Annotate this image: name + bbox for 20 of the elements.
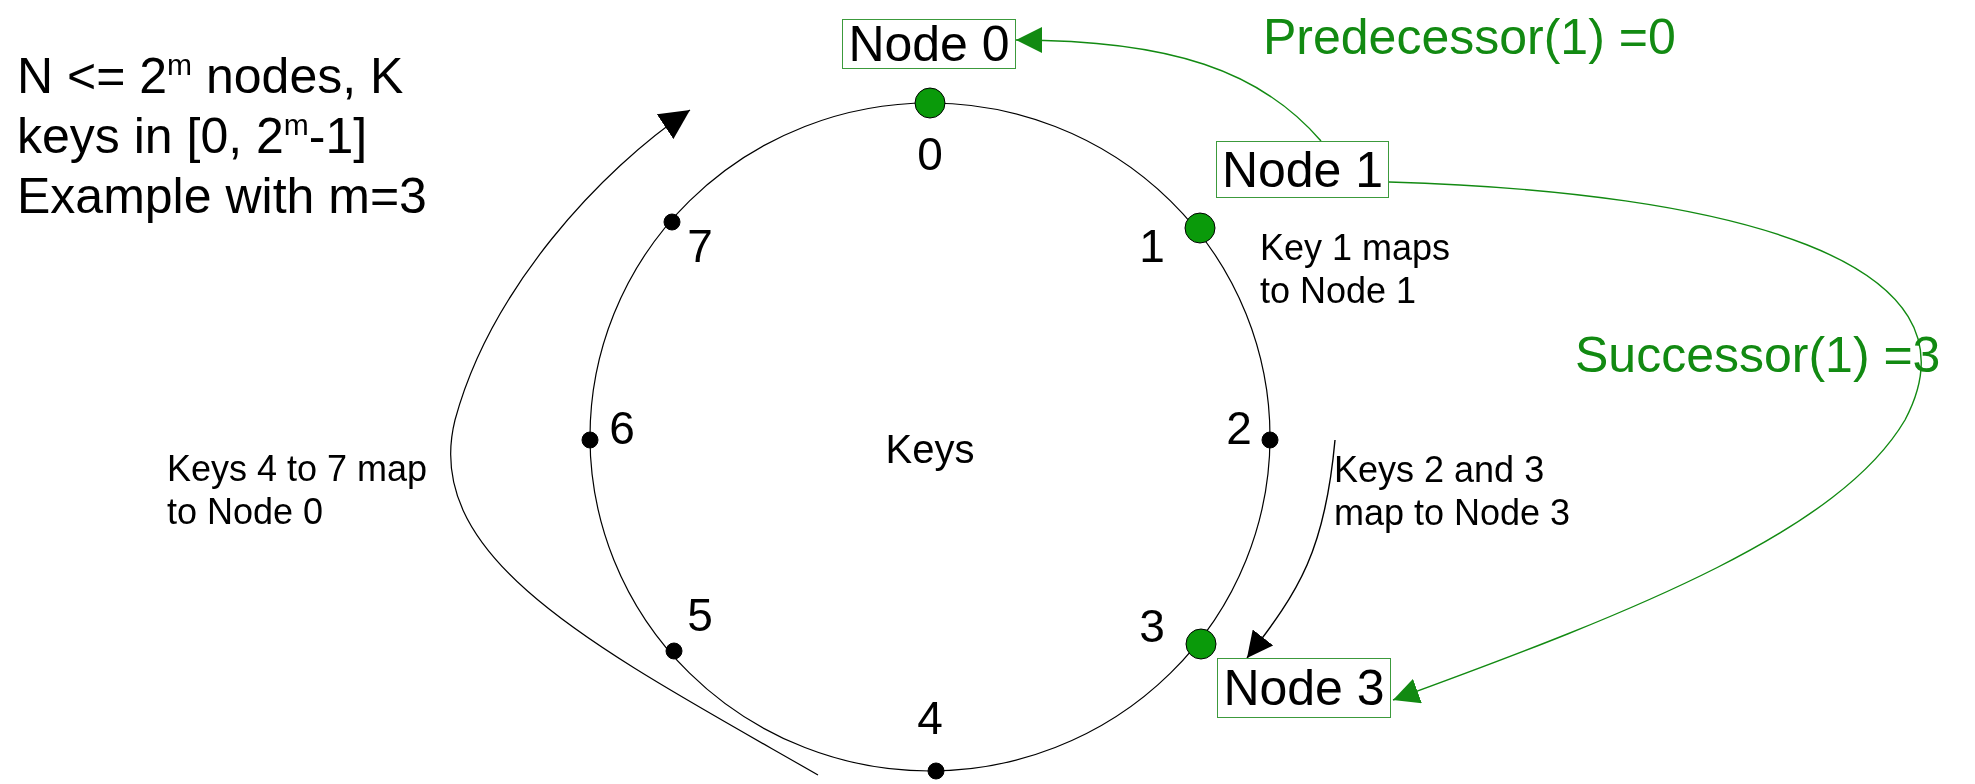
arrow: [1015, 27, 1322, 142]
note-text: Keys 2 and 3 map to Node 3: [1334, 448, 1614, 535]
note-text: Key 1 maps to Node 1: [1260, 226, 1452, 313]
key-number: 1: [1139, 223, 1165, 269]
key-number: 3: [1139, 603, 1165, 649]
edge-label: Predecessor(1) =0: [1263, 10, 1676, 65]
key-number: 6: [609, 405, 635, 451]
key-number: 2: [1226, 405, 1252, 451]
node-box: Node 3: [1217, 658, 1391, 718]
key-number: 5: [687, 592, 713, 638]
key-number: 4: [917, 695, 943, 741]
key-number: Keys: [885, 429, 975, 469]
note-text: N <= 2$^{m}$ nodes, K keys in [0, 2$^{m}$-1] Example with m=3: [17, 47, 428, 226]
arrow: [1388, 181, 1921, 704]
node-box: Node 1: [1216, 141, 1389, 198]
note-text: Keys 4 to 7 map to Node 0: [167, 447, 429, 534]
key-number: 7: [687, 223, 713, 269]
key-number: 0: [917, 131, 943, 177]
arrow: [1246, 439, 1336, 659]
node-box: Node 0: [842, 19, 1016, 69]
